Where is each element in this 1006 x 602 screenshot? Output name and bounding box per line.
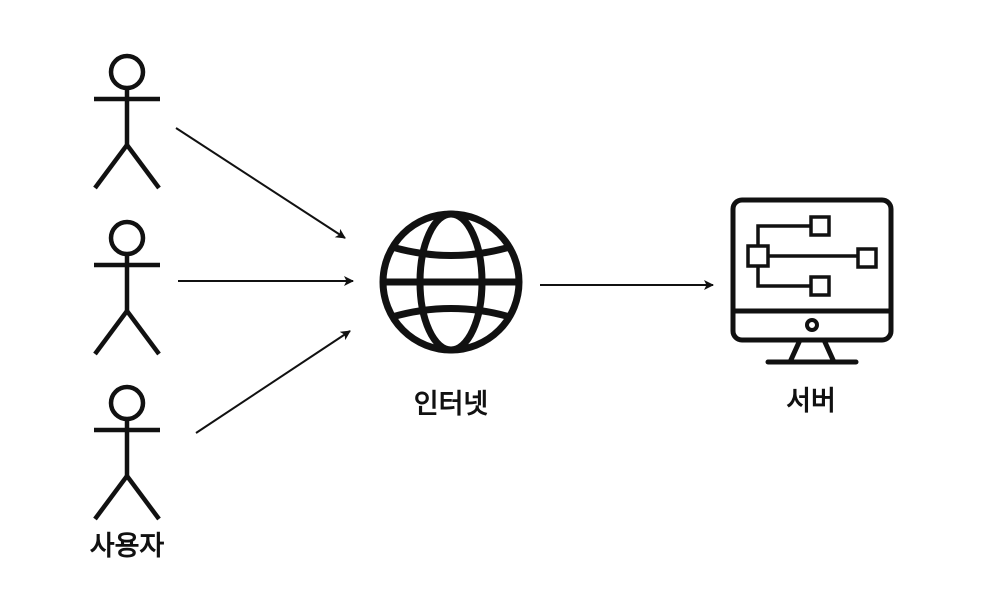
server-monitor-icon xyxy=(730,197,894,365)
arrow-user3-to-internet xyxy=(195,330,351,434)
server-label: 서버 xyxy=(786,386,836,417)
arrow-user1-to-internet xyxy=(175,127,346,239)
globe-icon xyxy=(379,210,523,354)
internet-label: 인터넷 xyxy=(414,389,489,420)
flowchart-icon xyxy=(746,215,878,297)
user-icon-2 xyxy=(93,219,161,356)
user-icon-1 xyxy=(93,53,161,190)
user-icon-3 xyxy=(93,384,161,521)
users-label: 사용자 xyxy=(90,531,165,562)
